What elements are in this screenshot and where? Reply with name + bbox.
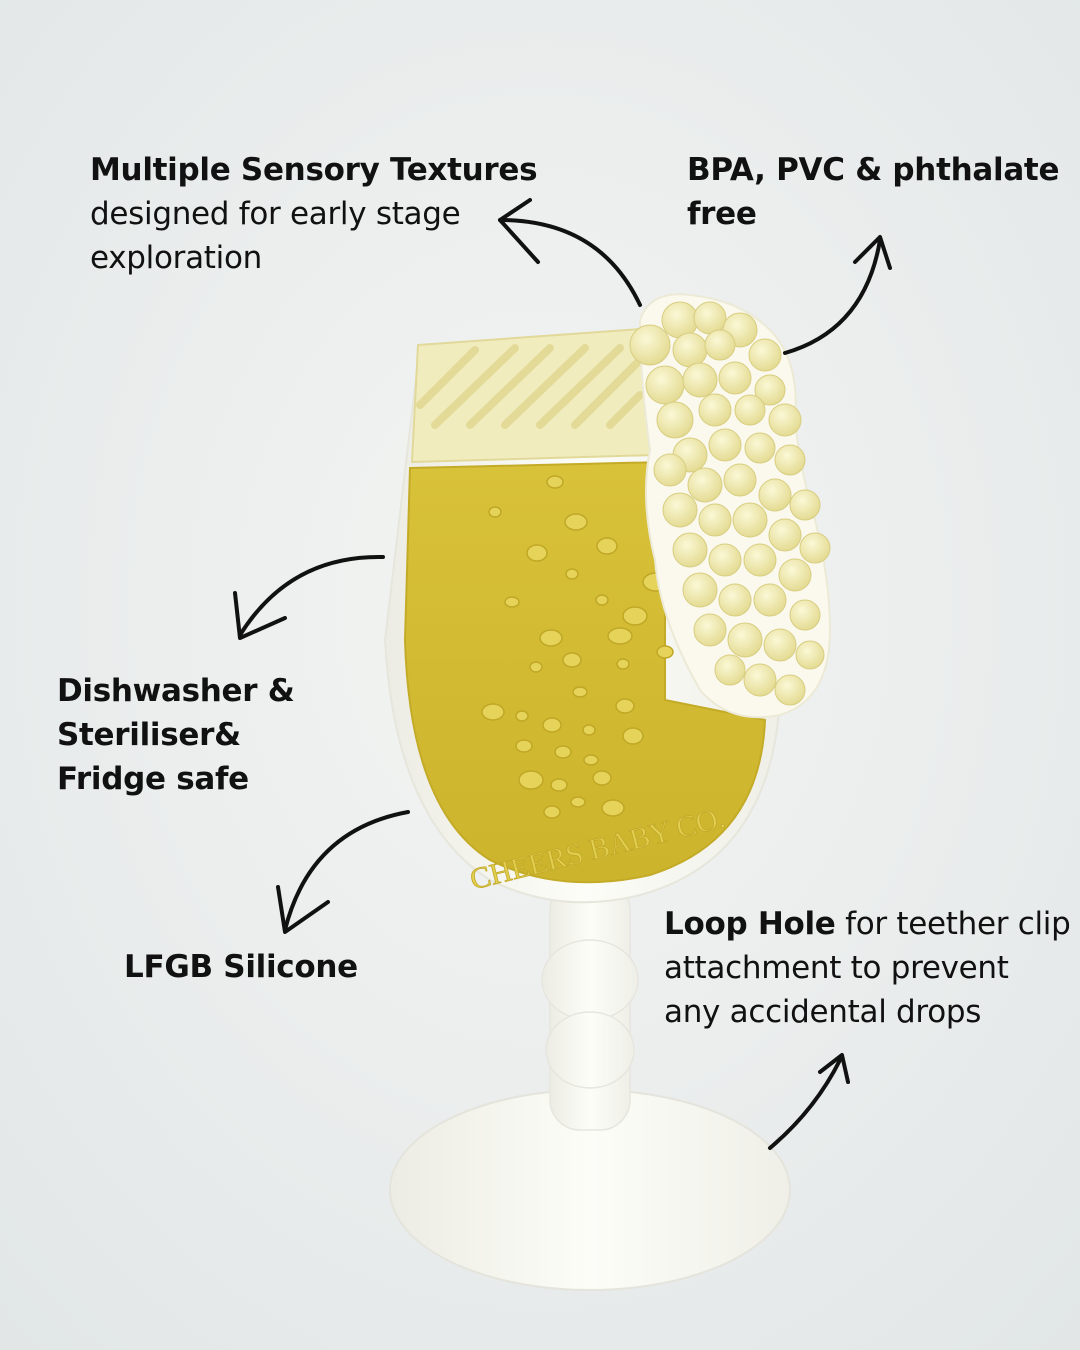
arrow-bpa xyxy=(783,238,882,355)
foam-cluster xyxy=(638,293,832,719)
callout-lfgb-silicone: LFGB Silicone xyxy=(124,945,358,989)
foam-bubble xyxy=(653,453,687,487)
foam-bubble xyxy=(748,338,782,372)
foam-bubble xyxy=(704,329,736,361)
callout-title: Multiple Sensory Textures xyxy=(90,152,538,188)
foam-bubble xyxy=(774,444,806,476)
foam-bubble xyxy=(662,492,698,528)
foam-bubble xyxy=(682,572,718,608)
foam-bubble xyxy=(645,365,685,405)
foam-bubble xyxy=(629,324,671,366)
arrowhead-dishwasher-icon xyxy=(233,591,287,640)
foam-bubble xyxy=(754,374,786,406)
foam-bubble xyxy=(672,332,708,368)
foam-bubble xyxy=(753,583,787,617)
foam-bubble xyxy=(734,394,766,426)
foam-bubble xyxy=(795,640,825,670)
foam-bubble xyxy=(768,403,802,437)
arrow-dishwasher xyxy=(238,554,385,637)
foam-bubble xyxy=(661,301,699,339)
foam-stripes xyxy=(416,344,644,429)
callout-title: BPA, PVC & phthalate free xyxy=(687,152,1060,232)
foam-bubble xyxy=(778,558,812,592)
callout-body: designed for early stage exploration xyxy=(90,196,461,276)
foam-bubble xyxy=(763,628,797,662)
foam-bubble xyxy=(799,532,831,564)
foam-bubble xyxy=(723,463,757,497)
foam-bubble xyxy=(672,532,708,568)
foam-bubble xyxy=(789,599,821,631)
foam-bubble xyxy=(693,301,727,335)
arrow-textures xyxy=(498,218,642,307)
liquid xyxy=(403,460,767,884)
callout-loop-hole: Loop Hole for teether clip attachment to… xyxy=(664,902,1074,1034)
callout-sensory-textures: Multiple Sensory Textures designed for e… xyxy=(90,148,570,280)
foam-bubble xyxy=(758,478,792,512)
foam-bubble xyxy=(708,428,742,462)
foam-bubble xyxy=(768,518,802,552)
foam-bubble xyxy=(744,432,776,464)
foam-bubble xyxy=(714,654,746,686)
foam-bubble xyxy=(656,401,694,439)
foam-bubbles xyxy=(629,301,831,706)
callout-dishwasher-safe: Dishwasher & Steriliser& Fridge safe xyxy=(57,669,357,801)
foam-bubble xyxy=(693,613,727,647)
foam-bubble xyxy=(789,489,821,521)
arrow-loop xyxy=(768,1058,842,1150)
arrowhead-lfgb-icon xyxy=(276,885,330,934)
glass-stem xyxy=(541,879,639,1131)
foam-bubble xyxy=(743,543,777,577)
arrowhead-textures-icon xyxy=(498,198,540,264)
foam-bubble xyxy=(743,663,777,697)
arrow-lfgb xyxy=(283,810,410,932)
foam-bubble xyxy=(718,583,752,617)
foam-bubble xyxy=(698,393,732,427)
foam-bubble xyxy=(718,361,752,395)
foam-bubble xyxy=(698,503,732,537)
callout-bpa-free: BPA, PVC & phthalate free xyxy=(687,148,1067,236)
foam-bubble xyxy=(774,674,806,706)
foam-bubble xyxy=(687,467,723,503)
callout-line: Steriliser& xyxy=(57,717,241,753)
callout-title: Loop Hole xyxy=(664,906,836,942)
embossed-bubbles xyxy=(481,475,674,819)
callout-body: for teether clip attachment to prevent a… xyxy=(664,906,1071,1030)
foam-bubble xyxy=(727,622,763,658)
arrowhead-bpa-icon xyxy=(853,235,892,270)
callout-line: Dishwasher & xyxy=(57,673,295,709)
foam-bubble xyxy=(732,502,768,538)
arrowhead-loop-icon xyxy=(818,1053,850,1084)
foam-bubble xyxy=(682,362,718,398)
callout-title: LFGB Silicone xyxy=(124,949,358,985)
callout-line: Fridge safe xyxy=(57,761,249,797)
foam-bubble xyxy=(708,543,742,577)
